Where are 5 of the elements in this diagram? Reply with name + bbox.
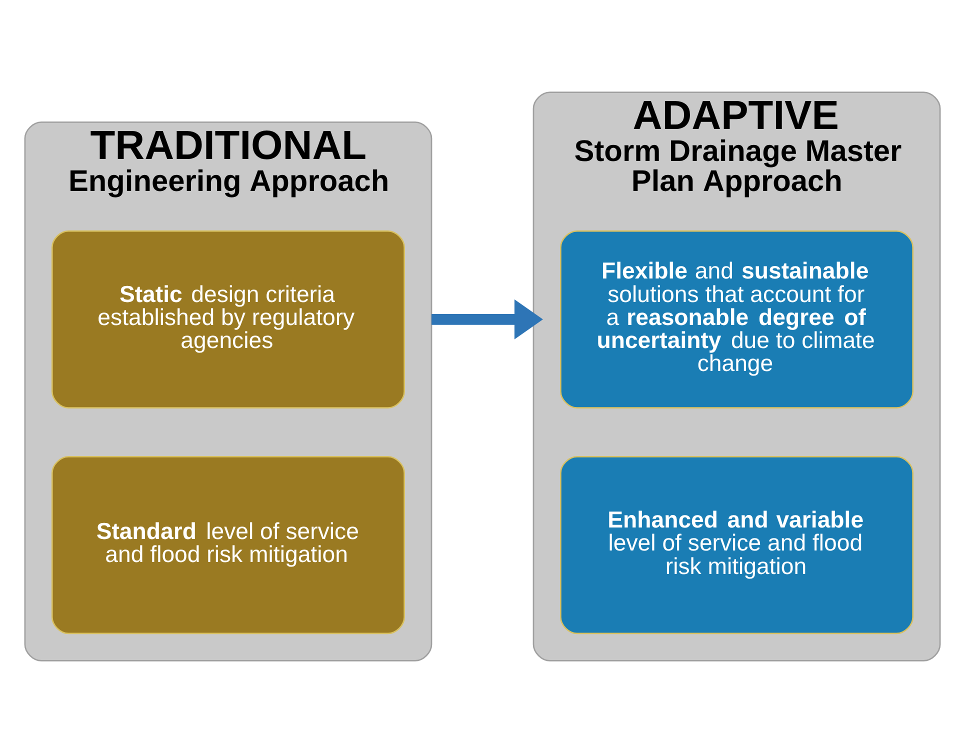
- node-box: Flexible and sustainable solutions that account for a reasonable degree of uncertainty due to climate change: [560, 230, 914, 408]
- arrow: [432, 298, 543, 339]
- node-box: Static design criteria established by regulatory agencies: [51, 230, 405, 408]
- node-box: Standard level of service and flood risk mitigation: [51, 456, 405, 634]
- node-box: Enhanced and variable level of service and flood risk mitigation: [560, 456, 914, 634]
